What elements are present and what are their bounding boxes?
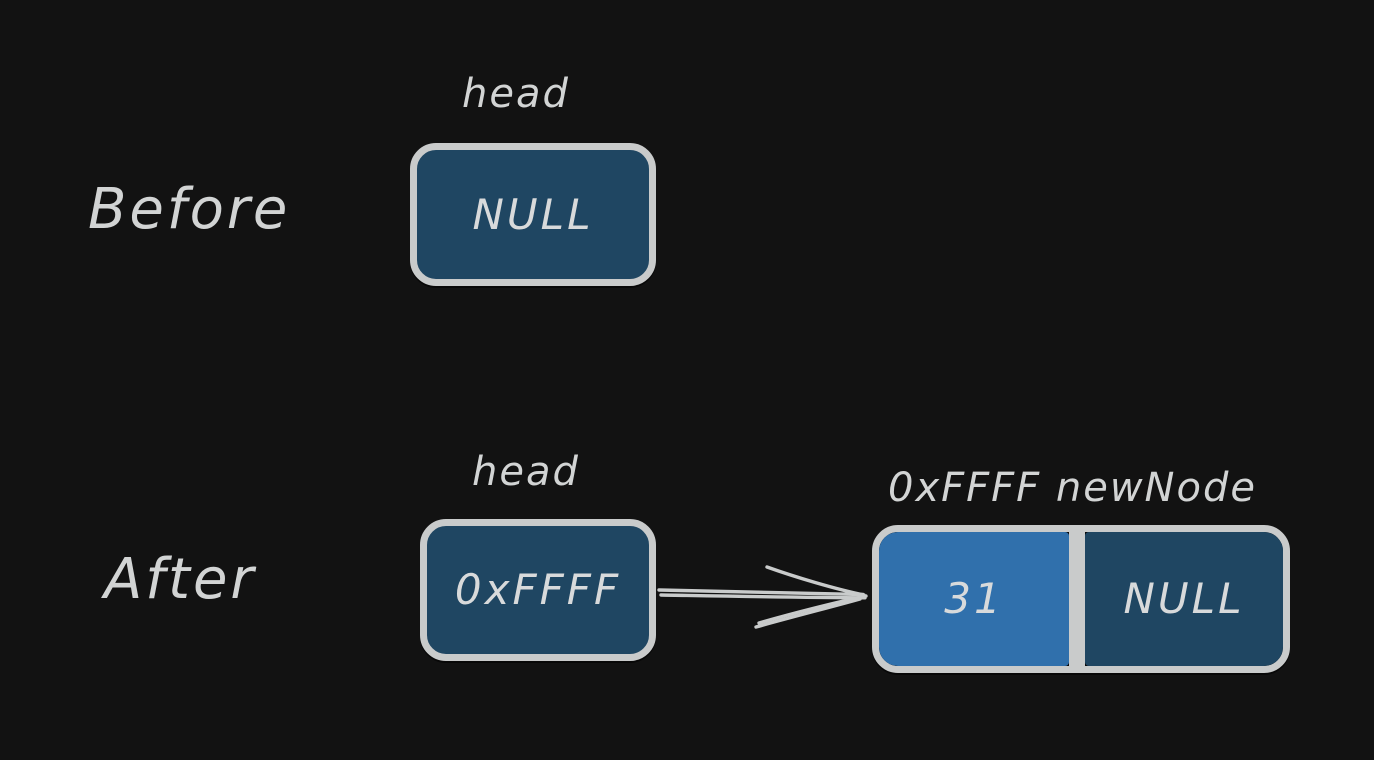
new-node: 31 NULL (872, 525, 1290, 673)
head-node-before: NULL (410, 143, 656, 286)
pointer-label-head-before: head (462, 71, 570, 117)
new-node-next-cell: NULL (1085, 532, 1283, 666)
head-node-after: 0xFFFF (420, 519, 656, 661)
new-node-data-value: 31 (944, 574, 1004, 623)
row-label-before: Before (88, 177, 291, 242)
pointer-label-head-after: head (472, 449, 580, 495)
new-node-next-value: NULL (1123, 574, 1245, 623)
head-node-before-value: NULL (472, 189, 594, 239)
new-node-data-cell: 31 (879, 532, 1069, 666)
row-label-after: After (104, 547, 257, 612)
head-to-newnode-arrow (657, 565, 868, 629)
new-node-cell-divider (1069, 532, 1085, 666)
new-node-label: 0xFFFF newNode (888, 465, 1257, 511)
head-node-after-value: 0xFFFF (454, 565, 622, 614)
